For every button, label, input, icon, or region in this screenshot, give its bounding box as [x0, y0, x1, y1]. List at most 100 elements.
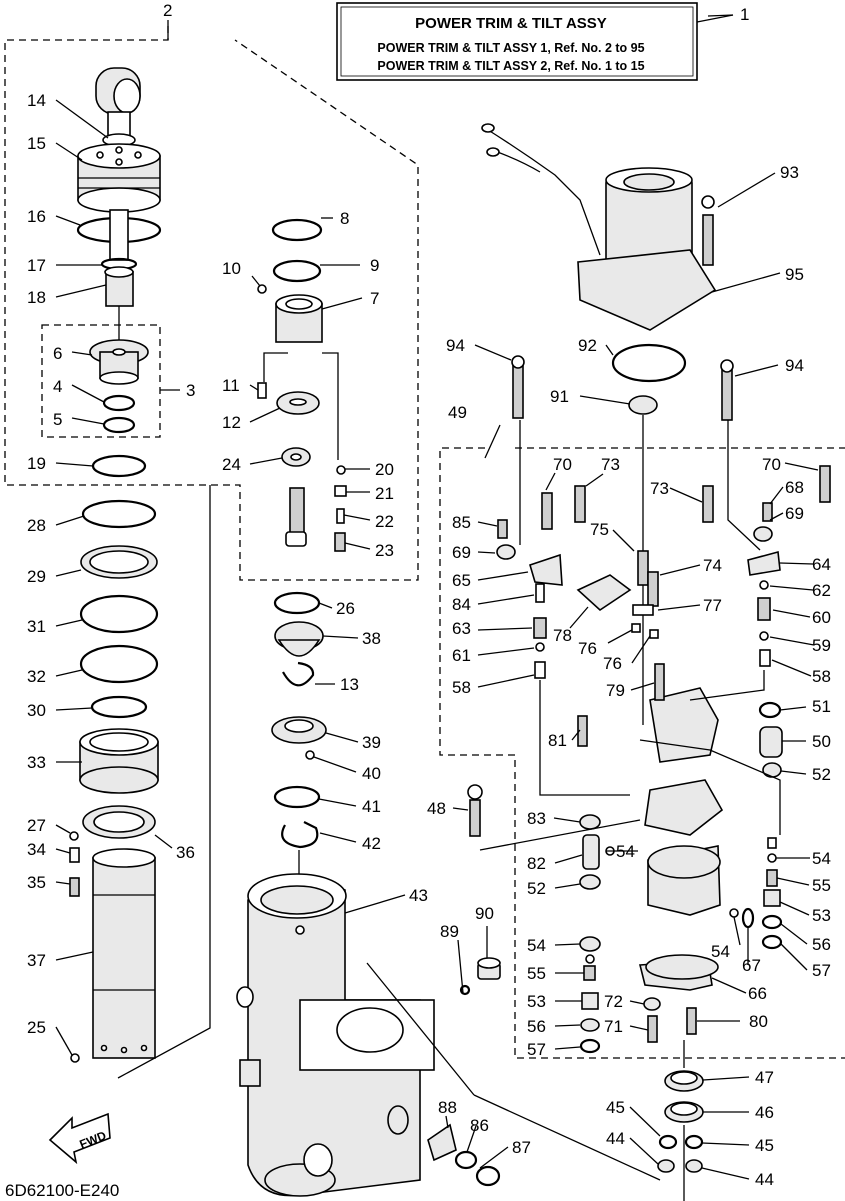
callout-91: 91	[550, 387, 569, 406]
fwd-arrow: FWD	[48, 1112, 111, 1165]
callout-67: 67	[742, 956, 761, 975]
callout-56b: 56	[812, 935, 831, 954]
callout-68: 68	[785, 478, 804, 497]
callout-26: 26	[336, 599, 355, 618]
callout-8: 8	[340, 209, 349, 228]
callout-76a: 76	[578, 639, 597, 658]
callout-54b: 54	[616, 842, 635, 861]
callout-24: 24	[222, 455, 241, 474]
callout-11: 11	[222, 376, 240, 395]
pump-components	[467, 343, 831, 1201]
callout-66: 66	[748, 984, 767, 1003]
callout-29: 29	[27, 567, 46, 586]
callout-3: 3	[186, 381, 195, 400]
callout-54d: 54	[711, 942, 730, 961]
callout-49: 49	[448, 403, 467, 422]
callout-16: 16	[27, 207, 46, 226]
callout-52a: 52	[527, 879, 546, 898]
callout-58b: 58	[812, 667, 831, 686]
callout-40: 40	[362, 764, 381, 783]
callout-62: 62	[812, 581, 831, 600]
callout-73b: 73	[650, 479, 669, 498]
callout-72: 72	[604, 992, 623, 1011]
callout-35: 35	[27, 873, 46, 892]
callout-31: 31	[27, 617, 46, 636]
callout-13: 13	[340, 675, 359, 694]
leader-lines	[55, 14, 819, 1180]
callout-92: 92	[578, 336, 597, 355]
callout-86: 86	[470, 1116, 489, 1135]
callout-85: 85	[452, 513, 471, 532]
callout-57a: 57	[527, 1040, 546, 1059]
callout-71: 71	[604, 1017, 623, 1036]
callout-32: 32	[27, 667, 46, 686]
callout-77: 77	[703, 596, 722, 615]
callout-53a: 53	[527, 992, 546, 1011]
callout-55b: 55	[812, 876, 831, 895]
callout-81: 81	[548, 731, 567, 750]
callout-45a: 45	[606, 1098, 625, 1117]
callout-28: 28	[27, 516, 46, 535]
callout-55a: 55	[527, 964, 546, 983]
callout-1: 1	[740, 5, 749, 24]
manual-valve-fittings	[427, 939, 501, 1187]
drawing-code: 6D62100-E240	[5, 1181, 119, 1200]
callout-45b: 45	[755, 1136, 774, 1155]
callout-59: 59	[812, 636, 831, 655]
callout-34: 34	[27, 840, 46, 859]
title-line-1: POWER TRIM & TILT ASSY 1, Ref. No. 2 to …	[377, 41, 644, 55]
callout-87: 87	[512, 1138, 531, 1157]
callout-84: 84	[452, 595, 471, 614]
title-line-2: POWER TRIM & TILT ASSY 2, Ref. No. 1 to …	[377, 59, 644, 73]
callout-labels: 1 2 3 4 5 6 7 8 9 10 11 12 13 14 15 16 1…	[27, 1, 831, 1189]
title-heading: POWER TRIM & TILT ASSY	[415, 15, 607, 32]
callout-95: 95	[785, 265, 804, 284]
callout-20: 20	[375, 460, 394, 479]
callout-89: 89	[440, 922, 459, 941]
callout-51: 51	[812, 697, 831, 716]
callout-46: 46	[755, 1103, 774, 1122]
callout-83: 83	[527, 809, 546, 828]
callout-9: 9	[370, 256, 379, 275]
callout-79: 79	[606, 681, 625, 700]
callout-21: 21	[375, 484, 394, 503]
callout-38: 38	[362, 629, 381, 648]
assembly-boundaries	[4, 26, 845, 1059]
callout-44b: 44	[755, 1170, 774, 1189]
callout-54c: 54	[812, 849, 831, 868]
callout-4: 4	[53, 377, 62, 396]
callout-93: 93	[780, 163, 799, 182]
callout-80: 80	[749, 1012, 768, 1031]
callout-15: 15	[27, 134, 46, 153]
callout-56a: 56	[527, 1017, 546, 1036]
callout-88: 88	[438, 1098, 457, 1117]
callout-58a: 58	[452, 678, 471, 697]
callout-65: 65	[452, 571, 471, 590]
callout-52b: 52	[812, 765, 831, 784]
callout-70a: 70	[553, 455, 572, 474]
callout-78: 78	[553, 626, 572, 645]
callout-90: 90	[475, 904, 494, 923]
callout-69a: 69	[452, 543, 471, 562]
callout-53b: 53	[812, 906, 831, 925]
callout-82: 82	[527, 854, 546, 873]
callout-76b: 76	[603, 654, 622, 673]
callout-23: 23	[375, 541, 394, 560]
tilt-rod-assembly	[69, 67, 211, 1079]
callout-69b: 69	[785, 504, 804, 523]
callout-94b: 94	[785, 356, 804, 375]
callout-57b: 57	[812, 961, 831, 980]
callout-27: 27	[27, 816, 46, 835]
callout-73a: 73	[601, 455, 620, 474]
callout-70b: 70	[762, 455, 781, 474]
callout-2: 2	[163, 1, 172, 20]
callout-41: 41	[362, 797, 381, 816]
callout-94a: 94	[446, 336, 465, 355]
callout-61: 61	[452, 646, 471, 665]
callout-39: 39	[362, 733, 381, 752]
callout-64: 64	[812, 555, 831, 574]
callout-75: 75	[590, 520, 609, 539]
callout-33: 33	[27, 753, 46, 772]
motor-assembly	[481, 123, 717, 331]
